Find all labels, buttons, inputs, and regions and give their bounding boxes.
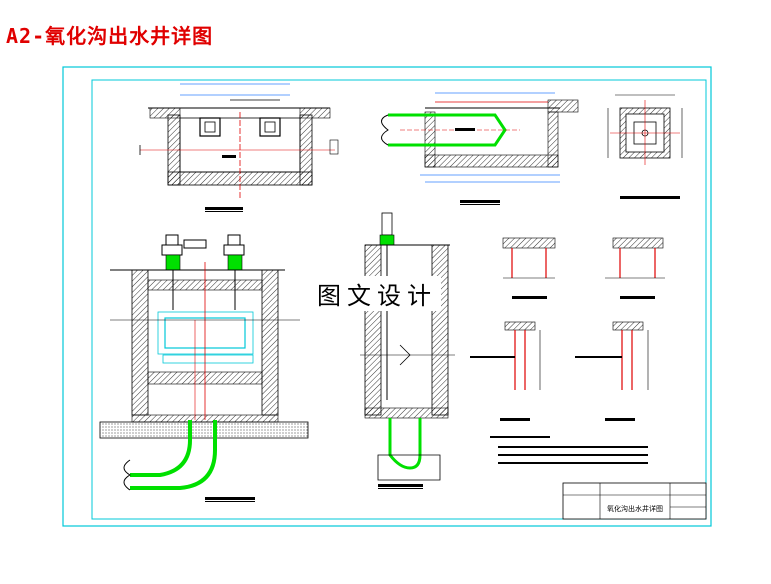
view-section-top-middle [381, 92, 579, 205]
view-detail-top-right [607, 94, 683, 199]
valve-actuator-icon [161, 234, 245, 271]
watermark-text: 图文设计 [313, 276, 441, 311]
outer-border [62, 66, 712, 527]
view-sections-right [470, 237, 665, 421]
notes-block [490, 436, 648, 464]
title-block-name: 氧化沟出水井详图 [607, 504, 663, 513]
view-section-bottom-left [99, 234, 309, 502]
pipe-break-icon [123, 459, 131, 491]
view-section-middle [360, 212, 455, 489]
title-block: 氧化沟出水井详图 [562, 482, 707, 520]
inner-border [91, 79, 707, 520]
page-title: A2-氧化沟出水井详图 [6, 24, 214, 48]
view-plan-top-left [139, 83, 339, 212]
